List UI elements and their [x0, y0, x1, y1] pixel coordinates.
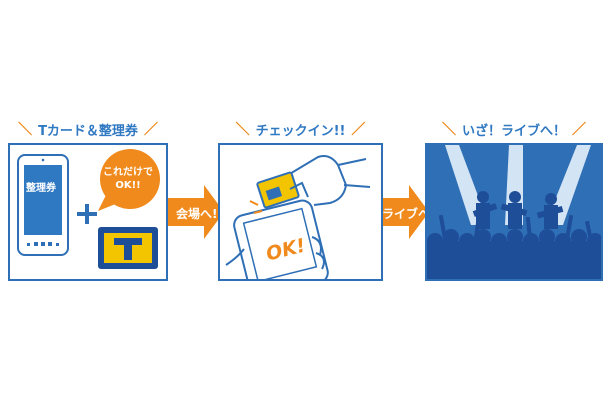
step-title-3: ＼ いざ！ライブへ！ ／: [425, 118, 603, 140]
step-title-text: いざ！ライブへ！: [462, 120, 566, 139]
hand-with-card-icon: [257, 156, 370, 208]
step-title-text: Tカード＆整理券: [38, 120, 138, 139]
speech-bubble-text: これだけで OK!!: [103, 166, 153, 192]
step-title-2: ＼ チェックイン!! ／: [218, 118, 383, 140]
t-card-icon: [98, 227, 158, 269]
smartphone-icon: [18, 155, 68, 255]
step-title-text: チェックイン!!: [256, 120, 346, 139]
title-slash-left: ＼: [442, 119, 456, 139]
arrow-label-venue: 会場へ!!: [176, 205, 223, 222]
title-slash-left: ＼: [236, 119, 250, 139]
title-slash-left: ＼: [18, 119, 32, 139]
ticket-label: 整理券: [22, 179, 60, 194]
band-silhouette-icon: [473, 191, 564, 229]
title-slash-right: ／: [144, 119, 158, 139]
panel-tcard-ticket: [8, 143, 168, 281]
phone-in-hand-icon: [226, 198, 330, 279]
panel-check-in: [218, 143, 383, 281]
title-slash-right: ／: [572, 119, 586, 139]
concert-illustration: [427, 145, 601, 279]
plus-icon: [77, 204, 97, 224]
title-slash-right: ／: [351, 119, 365, 139]
panel-live-concert: [425, 143, 603, 281]
panel-2-illustration: [220, 145, 381, 279]
step-title-1: ＼ Tカード＆整理券 ／: [8, 118, 168, 140]
